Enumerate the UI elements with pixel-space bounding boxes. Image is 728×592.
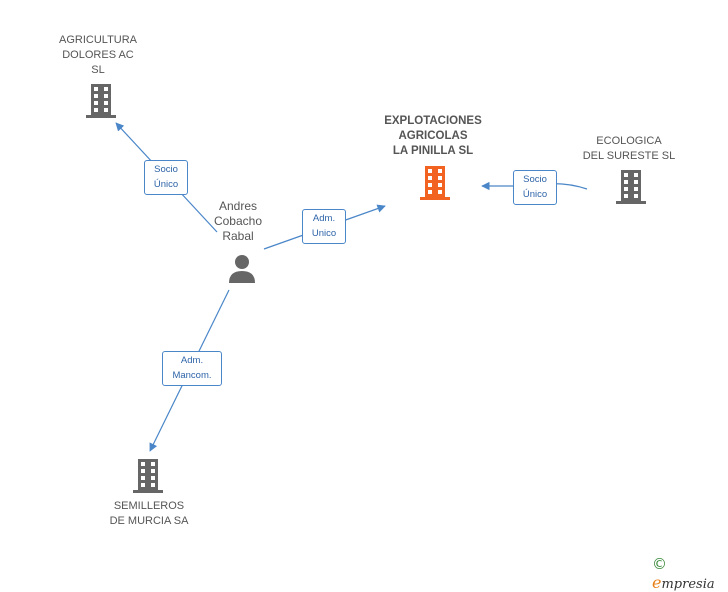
logo-wordmark: mpresia (661, 577, 715, 592)
edge-badge-line2: Mancom. (172, 370, 212, 381)
building-icon[interactable] (616, 170, 646, 204)
copyright-icon: © (652, 555, 667, 573)
edge-badge-line2: Único (522, 189, 548, 200)
edge-badge-line1: Socio (523, 174, 547, 185)
node-label-agricultura: AGRICULTURA DOLORES AC SL (58, 34, 138, 76)
edge-badge-socio-unico[interactable]: Socio Único (513, 170, 557, 205)
node-label-person: Andres Cobacho Rabal (213, 199, 263, 243)
node-label-ecologica: ECOLOGICA DEL SURESTE SL (582, 135, 676, 162)
empresia-logo: © empresia (652, 555, 728, 592)
edge-badge-line1: Adm. (312, 213, 336, 224)
edge-badge-adm-unico[interactable]: Adm. Unico (302, 209, 346, 244)
building-icon[interactable] (86, 84, 116, 118)
edge-badge-line1: Adm. (180, 355, 204, 366)
edge-badge-socio-unico[interactable]: Socio Único (144, 160, 188, 195)
node-label-semilleros: SEMILLEROS DE MURCIA SA (109, 500, 189, 527)
person-icon[interactable] (227, 253, 257, 283)
logo-initial: e (652, 573, 662, 592)
edge-badge-line2: Unico (311, 228, 337, 239)
edge-badge-line2: Único (153, 179, 179, 190)
edge-badge-line1: Socio (154, 164, 178, 175)
building-icon[interactable] (420, 166, 450, 200)
building-icon[interactable] (133, 459, 163, 493)
edge-badge-adm-mancom[interactable]: Adm. Mancom. (162, 351, 222, 386)
node-label-explotaciones: EXPLOTACIONES AGRICOLAS LA PINILLA SL (384, 115, 482, 157)
